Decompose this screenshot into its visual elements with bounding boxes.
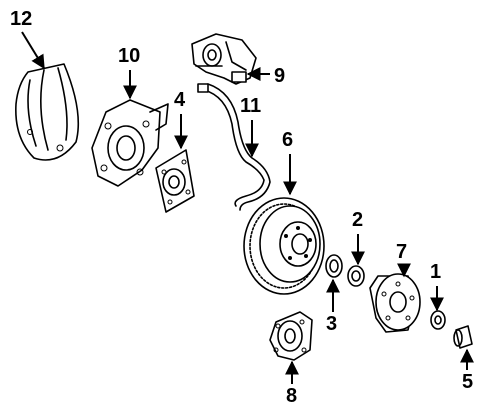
hub-icon [369,273,421,333]
callout-number: 9 [274,65,285,87]
callout-10: 10 [118,45,140,100]
callout-2: 2 [351,209,365,266]
brake-hose-icon [197,83,271,211]
callout-6: 6 [282,129,297,196]
callout-number: 3 [326,313,337,335]
callout-number: 1 [430,261,441,283]
callout-9: 9 [246,65,285,87]
callout-12: 12 [10,8,45,70]
callout-number: 6 [282,129,293,151]
callout-3: 3 [326,278,340,335]
caliper-icon [191,33,257,85]
rotor-icon [243,197,325,295]
callout-1: 1 [430,261,444,312]
dust-cap-icon [453,325,473,349]
callout-number: 5 [462,371,473,393]
callout-8: 8 [285,360,299,407]
callout-number: 2 [352,209,363,231]
callout-number: 8 [286,385,297,407]
callout-number: 7 [396,241,407,263]
callout-5: 5 [460,348,474,393]
callout-4: 4 [174,89,188,150]
adapter-plate-icon [155,149,195,213]
hub-flange-icon [269,311,313,361]
seal-icon [430,310,446,330]
splash-shield-icon [15,63,80,161]
bearing-icon [325,254,343,278]
callout-7: 7 [396,241,411,278]
callout-number: 12 [10,8,32,30]
callout-number: 10 [118,45,140,67]
bearing-race-icon [347,265,365,287]
callout-number: 11 [240,95,261,117]
callout-number: 4 [174,89,186,111]
callout-11: 11 [240,95,261,158]
caliper-bracket-icon [91,99,169,187]
